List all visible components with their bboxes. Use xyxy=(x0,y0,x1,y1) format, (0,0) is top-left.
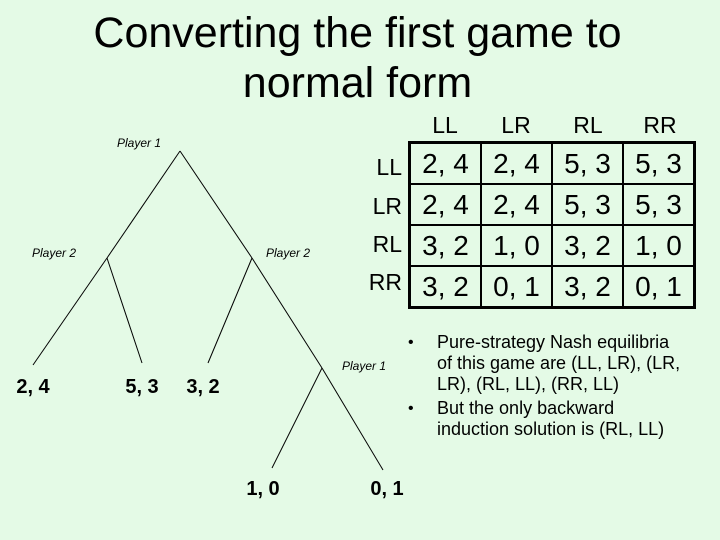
bullet-marker: • xyxy=(408,334,414,351)
tree-edge-right-r xyxy=(251,257,323,369)
title-line-2: normal form xyxy=(242,59,473,107)
matrix-cell: 2, 4 xyxy=(480,141,553,185)
matrix-cell: 1, 0 xyxy=(622,224,696,267)
matrix-cell: 5, 3 xyxy=(551,141,624,185)
matrix-cell: 2, 4 xyxy=(408,141,482,185)
bullet-item: • Pure-strategy Nash equilibria of this … xyxy=(408,332,716,395)
tree-node-label-root: Player 1 xyxy=(117,136,162,150)
matrix-cell: 5, 3 xyxy=(622,141,696,185)
bullet-list: • Pure-strategy Nash equilibria of this … xyxy=(408,332,716,440)
tree-edge-root-right xyxy=(179,150,253,259)
matrix-cell: 3, 2 xyxy=(551,224,624,267)
bullet-line: of this game are (LL, LR), (LR, xyxy=(437,353,681,373)
matrix-cell: 0, 1 xyxy=(480,265,553,309)
payoff-matrix: 2, 4 2, 4 5, 3 5, 3 2, 4 2, 4 5, 3 5, 3 … xyxy=(408,141,696,309)
matrix-row-rr: 3, 2 0, 1 3, 2 0, 1 xyxy=(408,265,696,309)
tree-edge-left-l xyxy=(32,257,108,366)
tree-leaf-payoff-1: 2, 4 xyxy=(16,376,50,398)
matrix-cell: 0, 1 xyxy=(622,265,696,309)
matrix-cell: 2, 4 xyxy=(408,183,482,226)
bullet-line: Pure-strategy Nash equilibria xyxy=(437,332,670,352)
tree-edge-inner-l xyxy=(271,367,323,469)
matrix-cell: 3, 2 xyxy=(408,265,482,309)
matrix-col-header-rl: RL xyxy=(573,112,603,138)
bullet-line: induction solution is (RL, LL) xyxy=(437,419,665,439)
matrix-cell: 5, 3 xyxy=(622,183,696,226)
matrix-col-header-rr: RR xyxy=(643,112,677,138)
bullet-text: Pure-strategy Nash equilibria of this ga… xyxy=(437,332,716,395)
matrix-row-header-rr: RR xyxy=(368,269,402,295)
tree-leaf-payoff-4: 1, 0 xyxy=(246,478,280,500)
matrix-cell: 2, 4 xyxy=(480,183,553,226)
tree-leaf-payoff-2: 5, 3 xyxy=(125,376,159,398)
matrix-row-header-ll: LL xyxy=(376,154,402,180)
tree-edge-inner-r xyxy=(321,367,384,471)
tree-edge-right-l xyxy=(207,257,253,364)
bullet-line: But the only backward xyxy=(437,398,615,418)
matrix-col-header-ll: LL xyxy=(432,112,458,138)
matrix-cell: 1, 0 xyxy=(480,224,553,267)
bullet-text: But the only backward induction solution… xyxy=(437,398,716,440)
tree-node-label-left: Player 2 xyxy=(32,246,77,260)
tree-edge-root-left xyxy=(106,150,181,259)
matrix-row-lr: 2, 4 2, 4 5, 3 5, 3 xyxy=(408,183,696,226)
matrix-row-header-lr: LR xyxy=(372,193,402,219)
matrix-row-rl: 3, 2 1, 0 3, 2 1, 0 xyxy=(408,224,696,267)
title-line-1: Converting the first game to xyxy=(93,9,622,57)
matrix-cell: 3, 2 xyxy=(408,224,482,267)
tree-node-label-inner: Player 1 xyxy=(342,359,387,373)
tree-edge-left-r xyxy=(106,257,143,364)
page-title: Converting the first game to normal form xyxy=(0,8,715,108)
matrix-row-header-rl: RL xyxy=(372,231,402,257)
tree-leaf-payoff-3: 3, 2 xyxy=(186,376,220,398)
matrix-cell: 3, 2 xyxy=(551,265,624,309)
matrix-row-ll: 2, 4 2, 4 5, 3 5, 3 xyxy=(408,141,696,185)
bullet-item: • But the only backward induction soluti… xyxy=(408,398,716,440)
tree-leaf-payoff-5: 0, 1 xyxy=(370,478,404,500)
matrix-cell: 5, 3 xyxy=(551,183,624,226)
matrix-col-header-lr: LR xyxy=(501,112,531,138)
tree-node-label-right: Player 2 xyxy=(266,246,311,260)
bullet-marker: • xyxy=(408,400,414,417)
bullet-line: LR), (RL, LL), (RR, LL) xyxy=(437,374,620,394)
